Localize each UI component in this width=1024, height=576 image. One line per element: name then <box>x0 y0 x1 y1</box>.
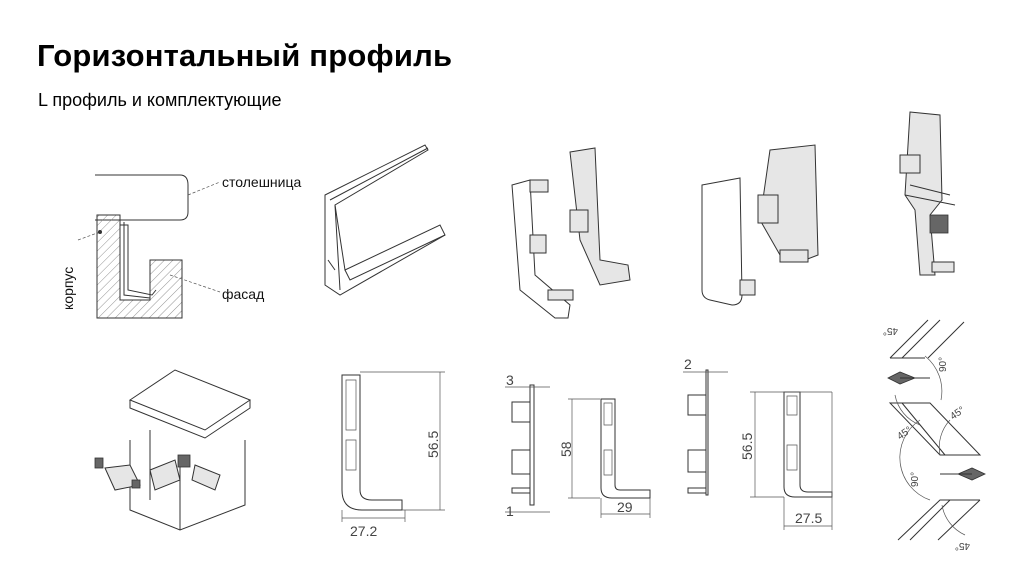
dim-endcap-right-width: 27.5 <box>795 510 822 526</box>
angle-label-5: 90° <box>910 472 921 487</box>
page-title: Горизонтальный профиль <box>37 38 453 73</box>
endcap-right-dimensions: 2 56.5 27.5 <box>683 356 833 530</box>
angle-label-6: 45° <box>955 540 970 551</box>
dim-endcap-left-width: 29 <box>617 499 633 515</box>
dim-endcap-left-height: 58 <box>558 441 574 457</box>
angle-label-2: 90° <box>938 357 949 372</box>
corner-connector <box>899 111 956 276</box>
mitre-angle-diagram: 45° 90° 45° 45° 90° 45° <box>883 319 986 551</box>
dim-profile-width: 27.2 <box>350 523 377 539</box>
section-diagram: столешница фасад корпус <box>60 174 301 319</box>
dim-endcap-right-thickness: 2 <box>684 356 692 372</box>
label-countertop: столешница <box>222 174 301 190</box>
dim-endcap-left-thickness-bottom: 1 <box>506 503 514 519</box>
corner-assembly <box>94 369 252 531</box>
endcap-left-isometric <box>511 147 631 319</box>
endcap-left-dimensions: 3 1 58 29 <box>505 372 651 519</box>
dim-endcap-left-thickness-top: 3 <box>506 372 514 388</box>
page-subtitle: L профиль и комплектующие <box>38 90 282 110</box>
endcap-right-isometric <box>701 144 819 306</box>
dim-profile-height: 56.5 <box>425 431 441 458</box>
profile-section-dimensions: 56.5 27.2 <box>341 371 445 539</box>
profile-isometric <box>324 144 446 296</box>
label-facade: фасад <box>222 286 264 302</box>
angle-label-1: 45° <box>883 325 898 336</box>
dim-endcap-right-height: 56.5 <box>739 433 755 460</box>
label-carcass: корпус <box>60 267 76 310</box>
angle-label-4: 45° <box>948 405 967 423</box>
